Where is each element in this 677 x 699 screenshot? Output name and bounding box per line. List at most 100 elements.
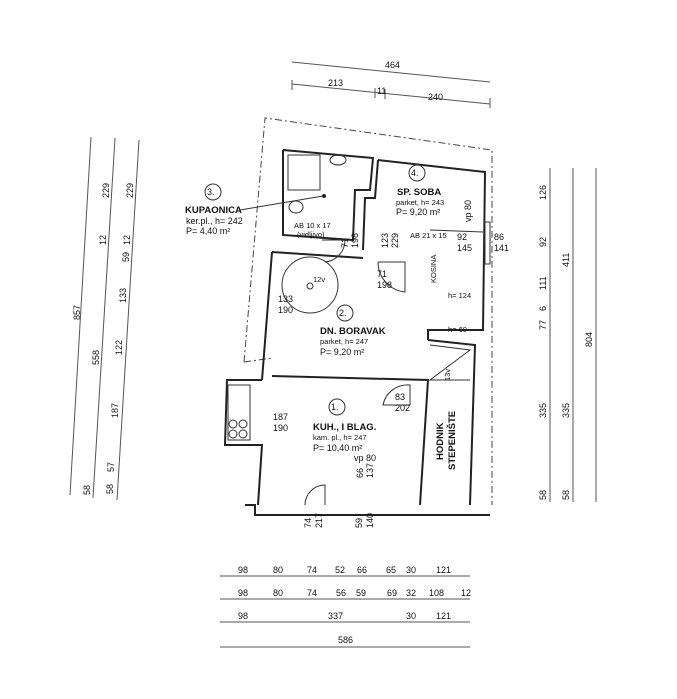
svg-text:92: 92: [457, 232, 467, 242]
top-dimensions: 464 213 11 240: [291, 60, 491, 108]
svg-text:92: 92: [538, 237, 548, 247]
svg-text:121: 121: [436, 611, 451, 621]
svg-text:77: 77: [538, 320, 548, 330]
dim-total-width: 464: [385, 60, 400, 70]
svg-text:65: 65: [386, 565, 396, 575]
room-floor: parket, h= 243: [396, 198, 444, 207]
svg-text:411: 411: [561, 253, 571, 267]
svg-text:13v: 13v: [443, 369, 452, 381]
svg-text:74: 74: [307, 565, 317, 575]
dim-part: 240: [428, 92, 443, 102]
svg-text:12: 12: [122, 235, 132, 245]
svg-text:229: 229: [101, 183, 111, 198]
room-floor: ker.pl., h= 242: [186, 216, 243, 226]
svg-text:141: 141: [494, 243, 509, 253]
room-name: SP. SOBA: [397, 187, 441, 198]
svg-text:133: 133: [278, 294, 293, 304]
svg-text:58: 58: [82, 485, 92, 495]
svg-text:337: 337: [328, 611, 343, 621]
svg-text:140: 140: [365, 513, 375, 528]
svg-text:198: 198: [350, 233, 360, 248]
svg-text:AB 21 x 15: AB 21 x 15: [410, 231, 447, 240]
svg-text:30: 30: [406, 611, 416, 621]
svg-text:58: 58: [105, 484, 115, 494]
svg-text:133: 133: [118, 288, 128, 303]
room-area: P= 9,20 m²: [396, 207, 440, 217]
left-dimensions: 857 229 12 558 58 229 12 59 133 122 187 …: [69, 136, 140, 501]
room-kitchen: 1. KUH., I BLAG. kam. pl., h= 247 P= 10,…: [313, 398, 376, 453]
svg-text:66: 66: [357, 565, 367, 575]
svg-text:57: 57: [106, 462, 116, 472]
svg-text:190: 190: [273, 423, 288, 433]
svg-text:58: 58: [561, 490, 571, 500]
svg-text:187: 187: [273, 412, 288, 422]
hallway-label: HODNIK: [435, 422, 446, 460]
svg-text:137: 137: [365, 463, 375, 478]
svg-text:59: 59: [121, 252, 131, 262]
room-bedroom: 4. SP. SOBA parket, h= 243 P= 9,20 m²: [396, 164, 444, 217]
svg-text:71: 71: [340, 238, 350, 248]
room-name: DN. BORAVAK: [320, 326, 386, 337]
svg-text:202: 202: [395, 403, 410, 413]
annotations: AB 10 x 17 (vidljivo) AB 21 x 15 KOSINA …: [294, 200, 473, 463]
svg-text:vp 80: vp 80: [463, 200, 473, 222]
svg-text:52: 52: [335, 565, 345, 575]
svg-text:KOSINA: KOSINA: [429, 255, 438, 283]
svg-text:6: 6: [538, 306, 548, 311]
svg-text:804: 804: [584, 332, 594, 347]
svg-text:58: 58: [538, 490, 548, 500]
svg-text:56: 56: [336, 588, 346, 598]
svg-text:335: 335: [538, 403, 548, 418]
svg-text:198: 198: [377, 280, 392, 290]
svg-text:98: 98: [238, 565, 248, 575]
room-number: 4.: [411, 168, 419, 178]
svg-text:335: 335: [561, 403, 571, 418]
svg-text:229: 229: [125, 183, 135, 198]
svg-text:98: 98: [238, 588, 248, 598]
svg-text:12: 12: [461, 588, 471, 598]
room-area: P= 10,40 m²: [313, 443, 362, 453]
svg-text:32: 32: [406, 588, 416, 598]
svg-text:66: 66: [355, 468, 365, 478]
room-area: P= 9,20 m²: [320, 347, 364, 357]
svg-text:12v: 12v: [313, 275, 325, 284]
plot-boundary: [243, 117, 493, 505]
stairway-label: STEPENIŠTE: [446, 411, 458, 470]
room-name: KUPAONICA: [185, 205, 242, 216]
svg-text:(vidljivo): (vidljivo): [297, 230, 325, 239]
svg-text:586: 586: [338, 635, 353, 645]
room-number: 2.: [339, 308, 347, 318]
room-floor: kam. pl., h= 247: [313, 433, 367, 442]
opening-dimensions: 71 198 123 229 71 198 92 145 86 141 133 …: [273, 232, 509, 528]
svg-text:h= 124: h= 124: [448, 291, 471, 300]
room-name: KUH., I BLAG.: [313, 422, 376, 433]
svg-text:86: 86: [494, 232, 504, 242]
walls: [223, 149, 491, 516]
svg-text:190: 190: [278, 305, 293, 315]
room-floor: parket, h= 247: [320, 337, 368, 346]
svg-text:145: 145: [457, 243, 472, 253]
svg-text:30: 30: [406, 565, 416, 575]
svg-text:h= 60: h= 60: [448, 325, 467, 334]
svg-text:vp 80: vp 80: [354, 453, 376, 463]
svg-text:80: 80: [273, 588, 283, 598]
dim-part: 11: [377, 86, 386, 96]
svg-text:558: 558: [91, 350, 101, 365]
svg-text:59: 59: [356, 588, 366, 598]
room-living: 2. DN. BORAVAK parket, h= 247 P= 9,20 m²: [320, 304, 386, 357]
room-number: 3.: [207, 187, 215, 197]
svg-text:74: 74: [307, 588, 317, 598]
svg-text:AB 10 x 17: AB 10 x 17: [294, 221, 331, 230]
svg-text:126: 126: [538, 185, 548, 200]
svg-text:108: 108: [429, 588, 444, 598]
svg-text:83: 83: [395, 392, 405, 402]
room-bathroom: 3. KUPAONICA ker.pl., h= 242 P= 4,40 m²: [185, 183, 326, 236]
svg-text:229: 229: [390, 233, 400, 248]
svg-text:122: 122: [114, 340, 124, 355]
svg-text:217: 217: [314, 513, 324, 528]
svg-text:111: 111: [538, 276, 548, 290]
svg-text:98: 98: [238, 611, 248, 621]
svg-text:12: 12: [98, 235, 108, 245]
